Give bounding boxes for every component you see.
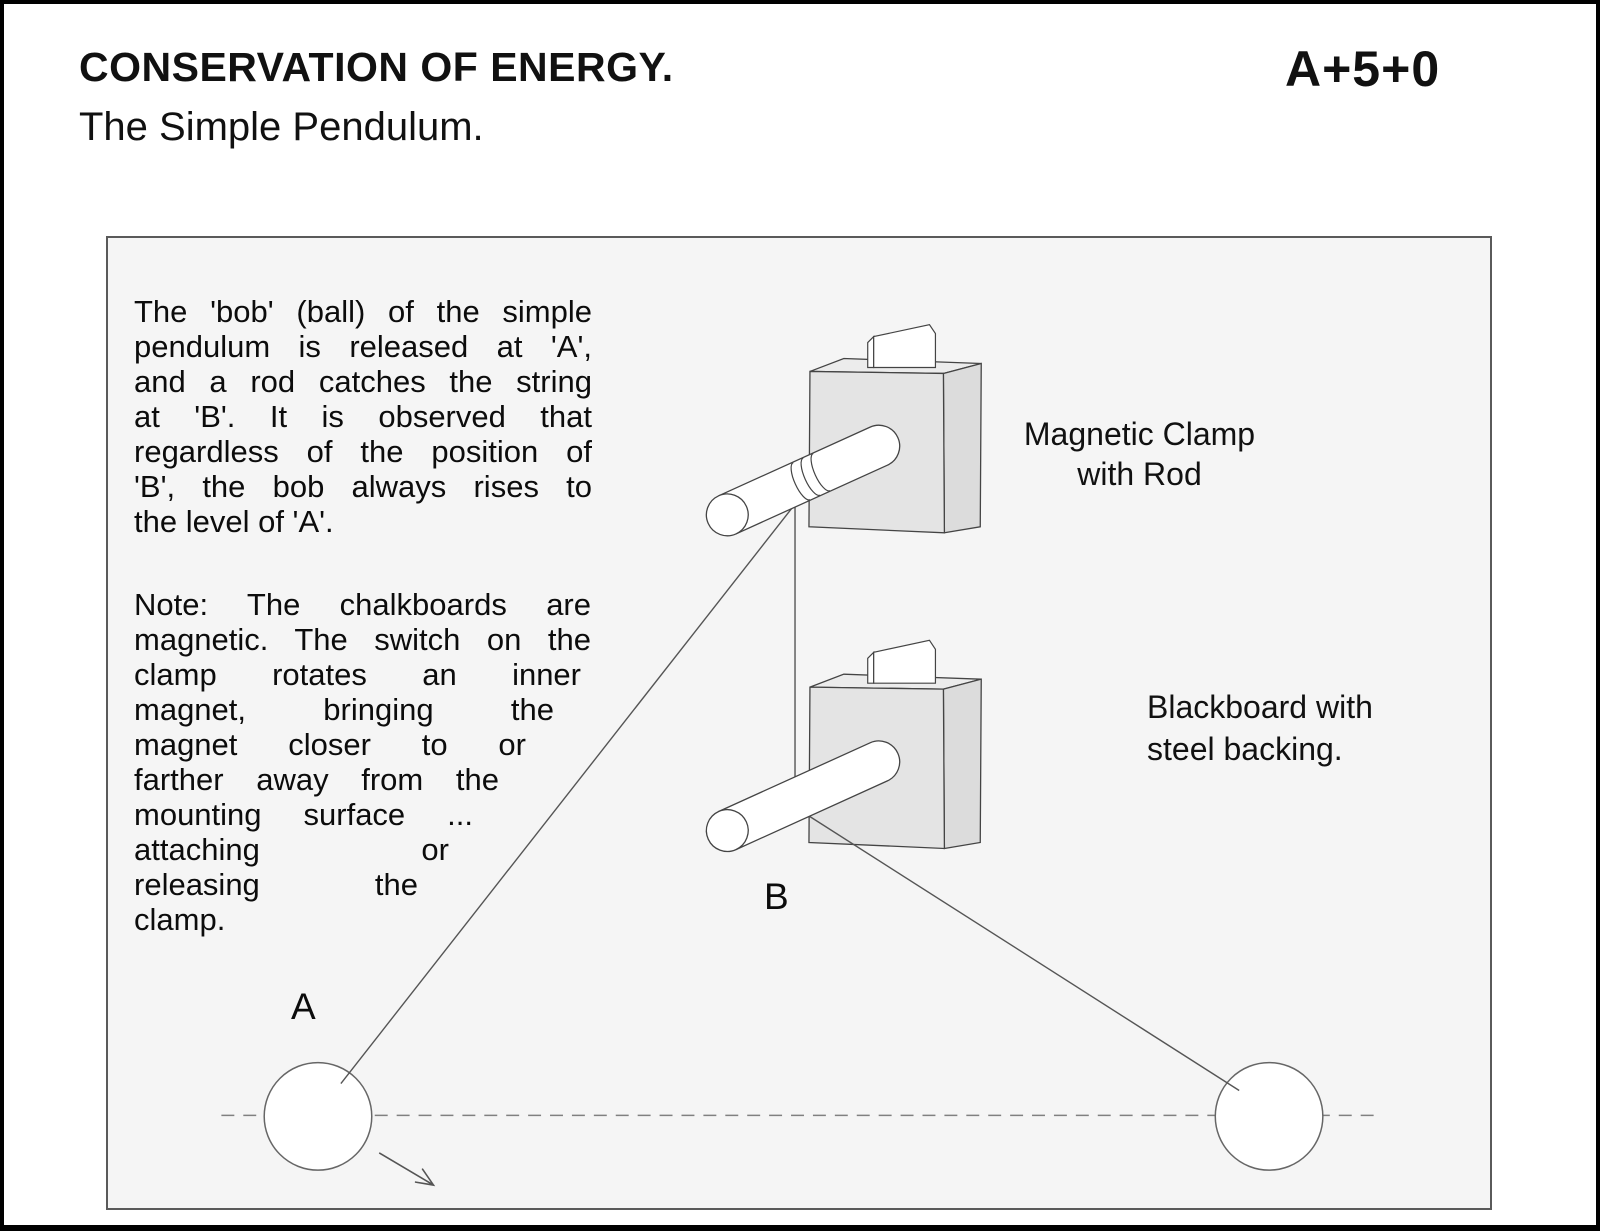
text-line: the level of 'A'. [134,504,334,539]
text-line: magnet closer to or [134,727,526,762]
catalog-code: A+5+0 [1285,41,1441,97]
text-line: clamp. [134,902,226,937]
text-line: releasing the [134,867,418,902]
text-line: attaching or [134,832,449,867]
text-line: at 'B'. It is observed that [134,399,592,434]
text-line: and a rod catches the string [134,364,592,399]
text-line: magnet, bringing the [134,692,554,727]
text-line: farther away from the [134,762,499,797]
page-title: CONSERVATION OF ENERGY. [79,44,674,90]
text-line: The 'bob' (ball) of the simple [134,294,592,329]
label-blackboard-line2: steel backing. [1147,731,1343,767]
text-line: regardless of the position of [134,434,592,469]
string-to-right-bob [798,809,1240,1092]
upper-rod [698,417,908,544]
label-magnetic-clamp-line1: Magnetic Clamp [1023,416,1256,452]
lower-clamp-box [808,639,982,850]
upper-clamp-box [808,323,982,534]
label-magnetic-clamp-line2: with Rod [1077,456,1202,492]
label-blackboard: Blackboard with steel backing. [1147,686,1373,770]
text-line: clamp rotates an inner [134,657,581,692]
text-line: pendulum is released at 'A', [134,329,592,364]
label-blackboard-line1: Blackboard with [1147,689,1373,725]
text-line: Note: The chalkboards are [134,587,591,622]
label-point-b: B [764,876,789,917]
bob-right [1214,1061,1324,1171]
motion-arrow-icon [378,1152,436,1187]
text-line: 'B', the bob always rises to [134,469,592,504]
pendulum-diagram [221,323,1380,1187]
text-line: mounting surface ... [134,797,473,832]
rod-grooves [790,452,831,501]
bob-a [263,1061,373,1171]
label-point-a: A [291,986,316,1027]
text-line: magnetic. The switch on the [134,622,591,657]
page-subtitle: The Simple Pendulum. [79,105,484,149]
label-magnetic-clamp: Magnetic Clamp with Rod [987,414,1292,494]
string-to-a [340,502,797,1084]
